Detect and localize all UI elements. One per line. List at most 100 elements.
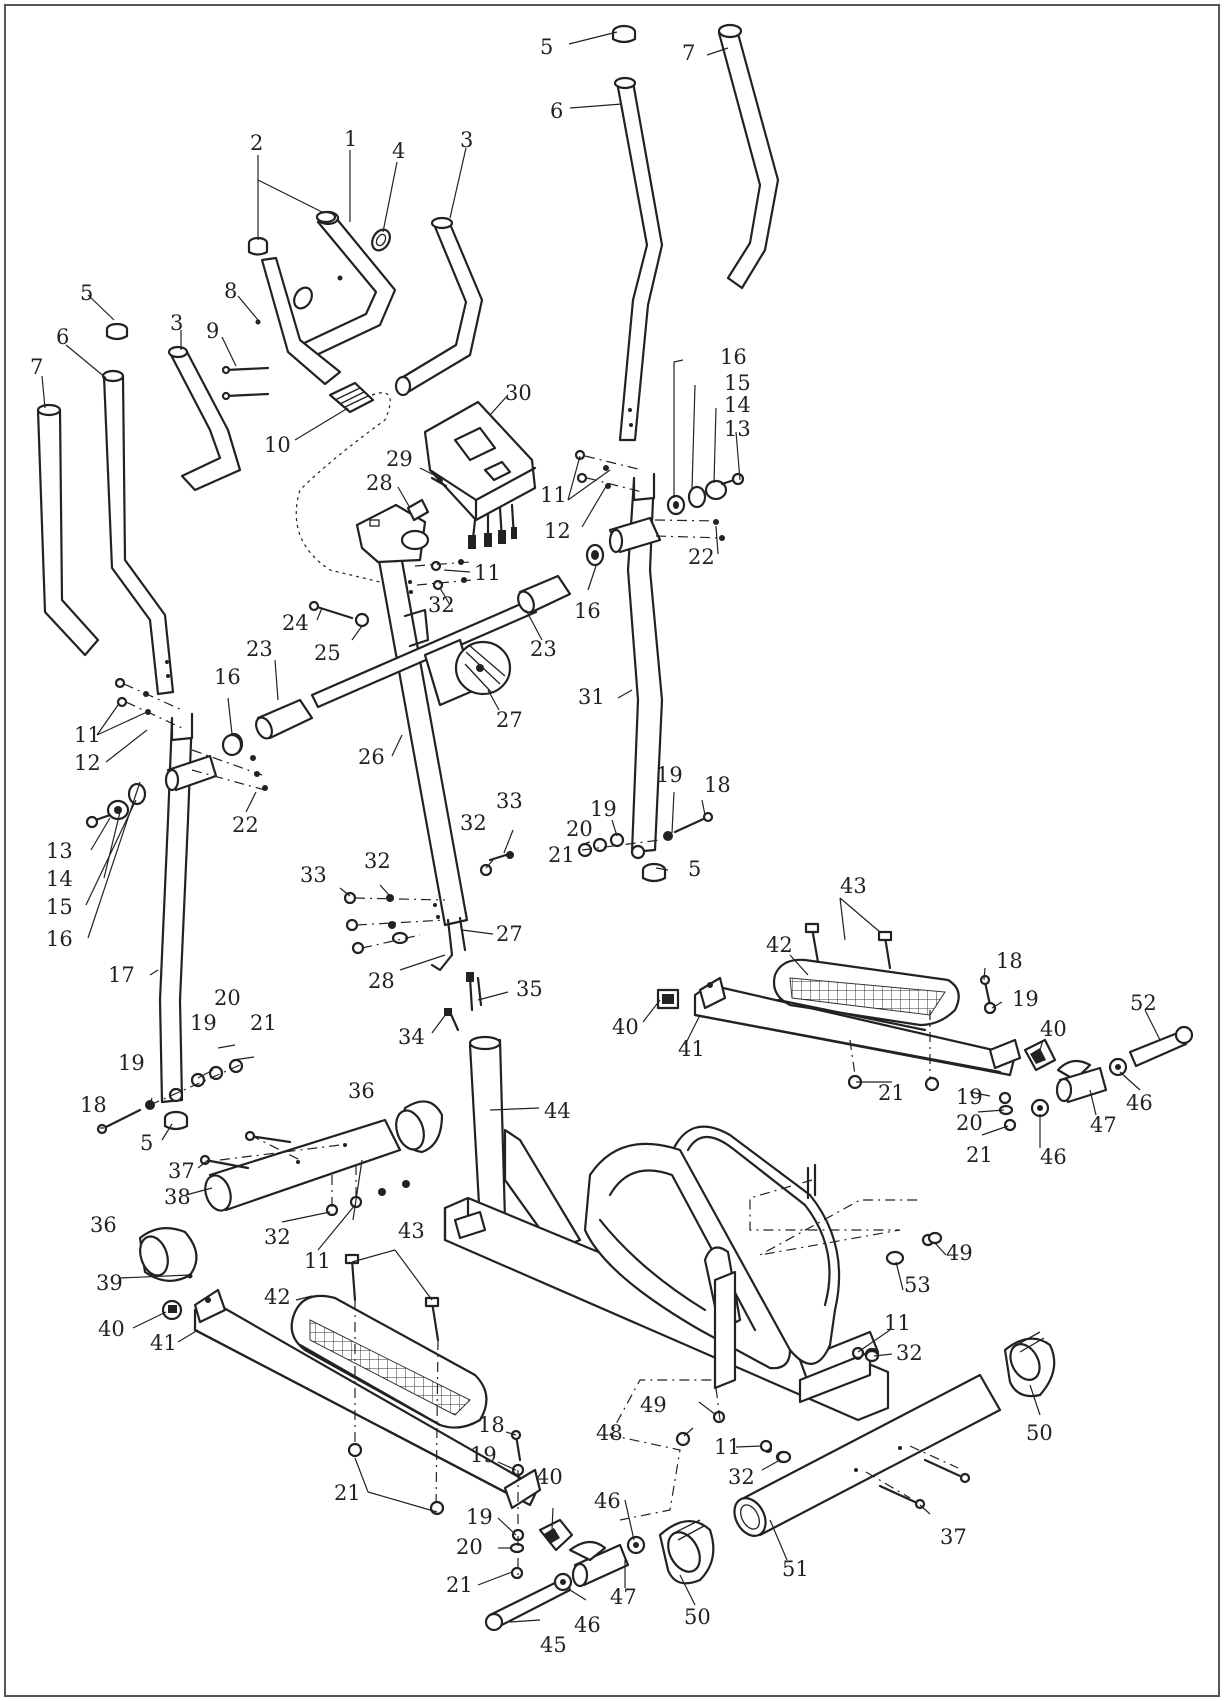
label-part-40-left-lower: 40 (536, 1465, 563, 1489)
bracket-28-top (406, 498, 430, 522)
label-part-19-left-a: 19 (190, 1011, 217, 1035)
washer-4 (371, 228, 391, 252)
label-part-11-left: 11 (74, 723, 101, 747)
label-part-43-left: 43 (398, 1219, 425, 1243)
label-part-18-pedal-left: 18 (478, 1413, 505, 1437)
hardware-53 (885, 1231, 943, 1266)
label-part-9: 9 (206, 319, 219, 343)
cables-34-35 (444, 972, 483, 1032)
label-part-5-left: 5 (80, 281, 93, 305)
label-part-21-pedal-right-b: 21 (966, 1143, 993, 1167)
label-part-19-left-b: 19 (118, 1051, 145, 1075)
label-part-10: 10 (264, 433, 291, 457)
label-part-37-lower: 37 (940, 1525, 967, 1549)
label-part-20-right: 20 (566, 817, 593, 841)
label-part-21-pedal-left-a: 21 (334, 1481, 361, 1505)
label-part-19-right-a: 19 (656, 763, 683, 787)
label-part-23-left: 23 (246, 637, 273, 661)
label-part-11-stabilizer: 11 (304, 1249, 331, 1273)
label-part-16-center-right: 16 (574, 599, 601, 623)
label-part-32-base: 32 (896, 1341, 923, 1365)
label-part-5-lower-right: 5 (688, 857, 701, 881)
label-part-46-right-a: 46 (1126, 1091, 1153, 1115)
label-part-34: 34 (398, 1025, 425, 1049)
label-part-15-right: 15 (724, 371, 751, 395)
label-part-46-left-a: 46 (594, 1489, 621, 1513)
label-part-3-right: 3 (460, 128, 473, 152)
label-part-21-right: 21 (548, 843, 575, 867)
end-cap-36-lower (138, 1227, 198, 1282)
label-part-48: 48 (596, 1421, 623, 1445)
pedal-pivot-45-47-left (484, 1535, 646, 1632)
label-part-29: 29 (386, 447, 413, 471)
label-part-17: 17 (108, 963, 135, 987)
label-part-14-left: 14 (46, 867, 73, 891)
handlebar-tube-7-right (717, 23, 780, 290)
label-part-11-rear: 11 (714, 1435, 741, 1459)
label-part-5-lower-left: 5 (140, 1131, 153, 1155)
label-part-33-right: 33 (496, 789, 523, 813)
bolts-11-32-center (414, 559, 473, 591)
label-part-45: 45 (540, 1633, 567, 1657)
label-part-18-pedal-right: 18 (996, 949, 1023, 973)
bolt-29 (430, 476, 448, 488)
bolt-24-washer-25 (308, 600, 370, 628)
label-part-30: 30 (505, 381, 532, 405)
pedal-pivot-52-47-right (1030, 1025, 1194, 1118)
label-part-8: 8 (224, 279, 237, 303)
label-part-7-top: 7 (682, 41, 695, 65)
bearing-16-center-right (585, 543, 605, 567)
handle-tube-3-right (394, 216, 484, 397)
label-part-46-right-b: 46 (1040, 1145, 1067, 1169)
label-part-13-left: 13 (46, 839, 73, 863)
label-part-32-lower: 32 (460, 811, 487, 835)
lower-arm-31-right (608, 472, 664, 854)
label-part-21-pedal-left-b: 21 (446, 1573, 473, 1597)
label-part-47-left: 47 (610, 1585, 637, 1609)
label-part-36-lower: 36 (90, 1213, 117, 1237)
end-cap-5-left (105, 322, 129, 341)
handle-tube-3-left (167, 345, 242, 492)
console-30 (423, 400, 537, 550)
label-part-40-right-a: 40 (612, 1015, 639, 1039)
label-part-19-pedal-left-b: 19 (466, 1505, 493, 1529)
axle-shaft (255, 574, 572, 740)
label-part-21-pedal-right-a: 21 (878, 1081, 905, 1105)
flywheel-shroud (583, 1125, 935, 1390)
label-part-12-right: 12 (544, 519, 571, 543)
label-part-12-left: 12 (74, 751, 101, 775)
pivot-hardware-left (85, 677, 268, 829)
label-part-18-left: 18 (80, 1093, 107, 1117)
label-part-18-right: 18 (704, 773, 731, 797)
label-part-19-pedal-right-b: 19 (956, 1085, 983, 1109)
label-part-5-top: 5 (540, 35, 553, 59)
label-part-23-right: 23 (530, 637, 557, 661)
label-part-40-left: 40 (98, 1317, 125, 1341)
handlebar-tube-7-left (36, 403, 100, 657)
lower-post-hardware (343, 851, 514, 972)
label-part-47-right: 47 (1090, 1113, 1117, 1137)
label-part-51: 51 (782, 1557, 809, 1581)
end-cap-5-top (611, 24, 637, 44)
label-part-16-center-left: 16 (214, 665, 241, 689)
main-post-26 (355, 503, 469, 927)
label-part-36-upper: 36 (348, 1079, 375, 1103)
end-cap-2 (247, 210, 337, 256)
label-part-28-lower: 28 (368, 969, 395, 993)
label-part-26: 26 (358, 745, 385, 769)
diagram-frame (4, 4, 1220, 1697)
label-part-3-left: 3 (170, 311, 183, 335)
label-part-20-pedal-left: 20 (456, 1535, 483, 1559)
label-part-33-left: 33 (300, 863, 327, 887)
pedal-hardware-right (656, 922, 1057, 1132)
label-part-49-lower: 49 (640, 1393, 667, 1417)
label-part-43-right: 43 (840, 874, 867, 898)
label-part-40-right-b: 40 (1040, 1017, 1067, 1041)
label-part-27-upper: 27 (496, 708, 523, 732)
label-part-46-left-b: 46 (574, 1613, 601, 1637)
label-part-6-top: 6 (550, 99, 563, 123)
label-part-50-left: 50 (684, 1605, 711, 1629)
pulse-sensor-10 (295, 381, 391, 583)
pedal-rail-41-left (193, 1288, 542, 1510)
pedal-hardware-left (161, 1253, 574, 1580)
